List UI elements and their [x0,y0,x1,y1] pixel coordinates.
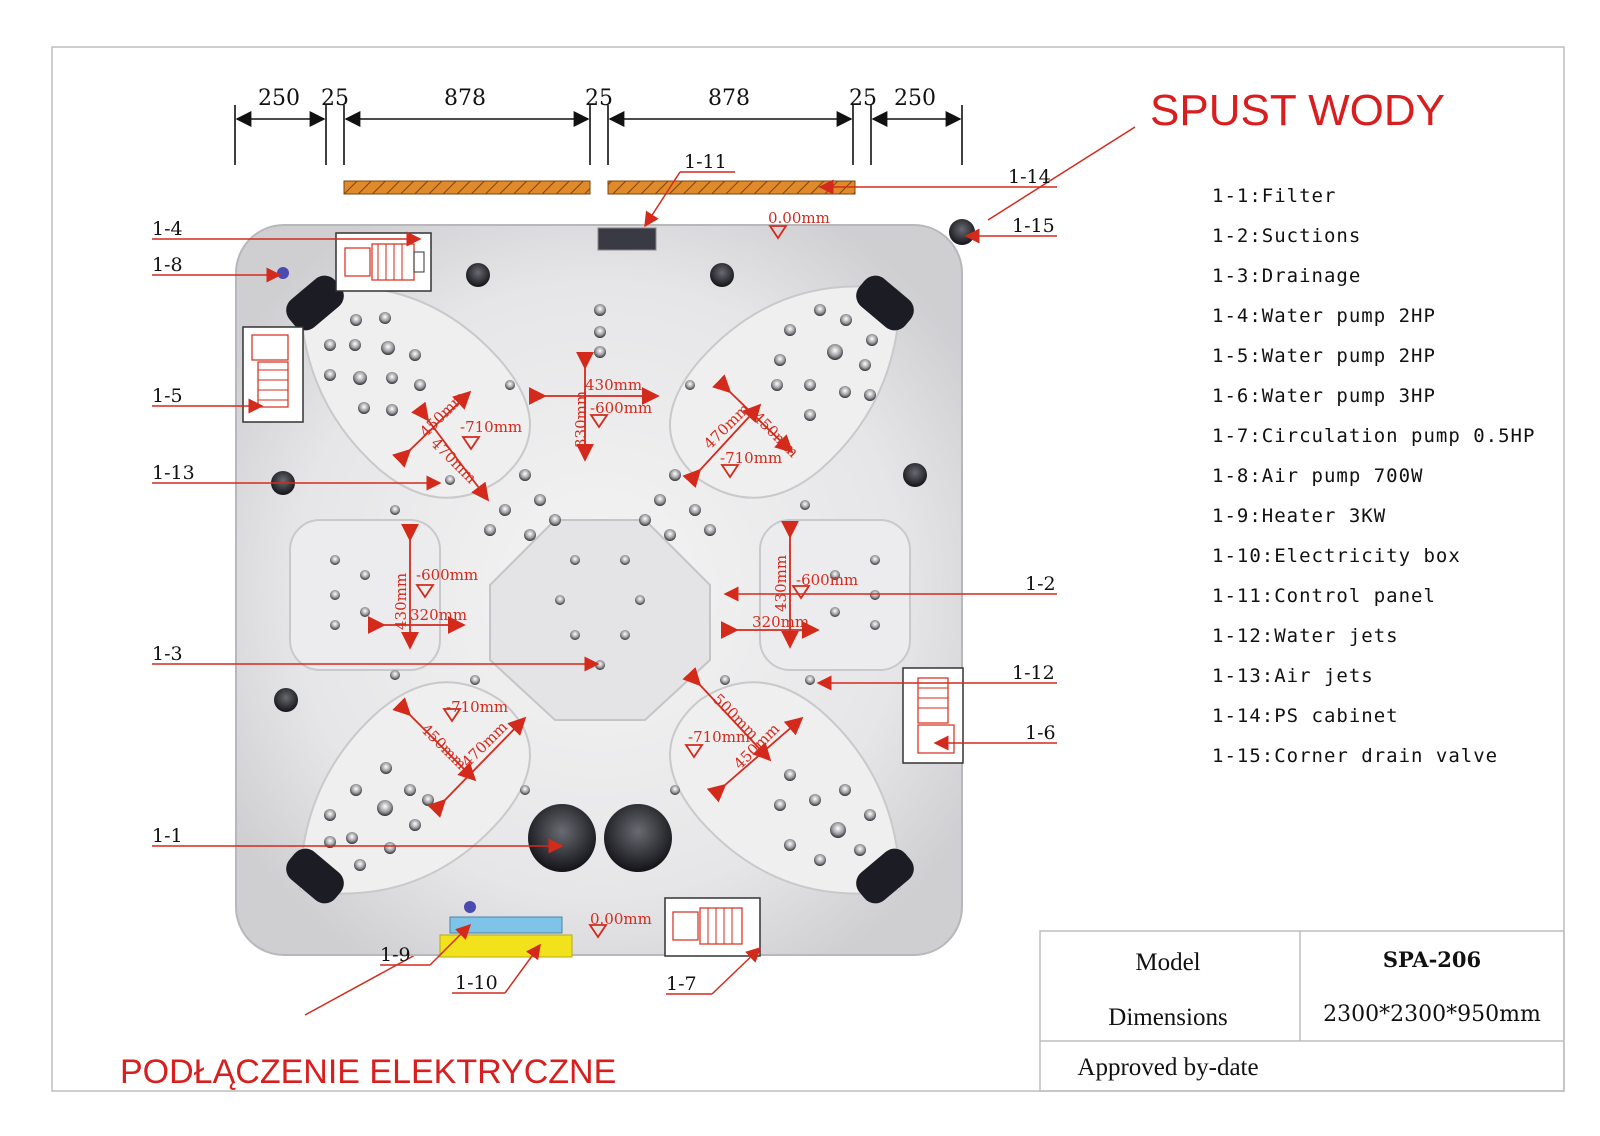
legend-row-7: 1-7:Circulation pump 0.5HP [1212,425,1535,447]
measure-right-depth: 430mm [772,555,790,612]
legend-row-13: 1-13:Air jets [1212,665,1374,687]
measure-center-depth: 330mm [572,391,590,448]
legend-row-10: 1-10:Electricity box [1212,545,1461,567]
measurement-lines [367,225,820,939]
measure-center-level: -600mm [590,399,652,417]
dim-right-250: 250 [894,86,936,111]
dim-right-25: 25 [849,86,877,111]
approved-label: Approved by-date [1077,1054,1258,1081]
dim-left-250: 250 [258,86,300,111]
model-value: SPA-206 [1383,947,1481,972]
corner-drain-valve [949,219,975,245]
measure-tr-level: -710mm [720,449,782,467]
measure-br-level: -710mm [688,728,750,746]
water-pump-1-4 [335,232,432,292]
drain-pointer-line [987,126,1136,221]
control-panel-unit [597,227,657,251]
callout-1-10: 1-10 [455,972,498,994]
legend-row-14: 1-14:PS cabinet [1212,705,1399,727]
measure-left-level: -600mm [416,566,478,584]
dim-left-878: 878 [444,86,486,111]
measure-top-level: 0.00mm [768,209,830,227]
circulation-pump-1-7 [664,897,761,957]
callout-1-11: 1-11 [684,151,727,173]
callout-1-7: 1-7 [666,973,697,995]
legend-row-2: 1-2:Suctions [1212,225,1361,247]
callout-1-4: 1-4 [152,218,183,240]
dim-mid-25: 25 [585,86,613,111]
measure-right-level: -600mm [796,571,858,589]
legend-row-9: 1-9:Heater 3KW [1212,505,1386,527]
callout-1-15: 1-15 [1012,215,1055,237]
heater-1-9 [449,916,563,934]
legend-row-3: 1-3:Drainage [1212,265,1361,287]
dim-right-878: 878 [708,86,750,111]
callout-1-5: 1-5 [152,385,183,407]
dimensions-label: Dimensions [1108,1004,1227,1031]
legend-row-15: 1-15:Corner drain valve [1212,745,1498,767]
measure-center-width: 430mm [585,376,642,394]
legend-row-5: 1-5:Water pump 2HP [1212,345,1436,367]
callout-1-6: 1-6 [1025,722,1056,744]
callout-1-14: 1-14 [1008,166,1051,188]
callout-1-3: 1-3 [152,643,183,665]
callout-1-1: 1-1 [152,825,183,847]
water-pump-1-5 [242,326,304,423]
callout-lines [152,171,1057,995]
ps-cabinet-right [607,180,856,195]
legend-row-4: 1-4:Water pump 2HP [1212,305,1436,327]
legend: 1-1:Filter 1-2:Suctions 1-3:Drainage 1-4… [1212,185,1535,767]
measure-left-depth: 430mm [392,573,410,630]
callout-1-12: 1-12 [1012,662,1055,684]
dim-left-25: 25 [321,86,349,111]
legend-row-6: 1-6:Water pump 3HP [1212,385,1436,407]
measure-right-width: 320mm [752,613,809,631]
ps-cabinet-left [343,180,591,195]
dimensions-value: 2300*2300*950mm [1323,1002,1541,1027]
measure-bl-level: -710mm [446,698,508,716]
legend-row-1: 1-1:Filter [1212,185,1336,207]
legend-row-11: 1-11:Control panel [1212,585,1436,607]
electric-title: PODŁĄCZENIE ELEKTRYCZNE [120,1053,616,1091]
drain-title: SPUST WODY [1150,86,1445,135]
title-block [1039,930,1565,1092]
sheet-border [51,46,1565,1092]
spa-tub [235,219,975,956]
measure-bottom-level: 0.00mm [590,910,652,928]
legend-row-8: 1-8:Air pump 700W [1212,465,1423,487]
legend-row-12: 1-12:Water jets [1212,625,1399,647]
callout-1-9: 1-9 [380,944,411,966]
jet-cluster [324,304,880,871]
callout-1-13: 1-13 [152,462,195,484]
top-dimensions [234,105,963,165]
measure-left-width: 320mm [410,606,467,624]
measure-tl-level: -710mm [460,418,522,436]
callout-1-2: 1-2 [1025,573,1056,595]
callout-1-8: 1-8 [152,254,183,276]
model-label: Model [1135,949,1200,976]
electricity-box-1-10 [439,934,573,958]
water-pump-1-6 [902,667,964,764]
